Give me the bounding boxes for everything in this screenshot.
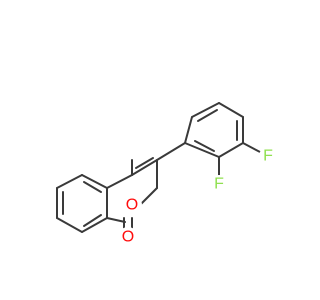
bond [191,102,220,118]
pyranone-ring [106,157,158,223]
carbonyl [123,217,133,229]
bond [131,159,158,176]
benzo-ring [56,174,133,233]
double-bond-inner [135,157,154,169]
bond [81,217,108,233]
molecule-diagram: O O F F [56,102,277,247]
aryl-link-bond [156,142,186,161]
ring-oxygen-label: O [126,197,138,214]
bond [218,142,244,158]
bond [106,174,133,189]
fluorine-ortho-label: F [214,176,224,193]
c-f-bond-meta [242,142,261,153]
bond [56,174,83,189]
atom-fluorine-meta: F [259,147,277,165]
bond [56,217,83,233]
double-bond-inner [83,214,102,227]
bond [106,217,126,223]
bond [184,116,193,144]
atom-fluorine-ortho: F [210,175,228,193]
carbonyl-oxygen-label: O [122,229,134,246]
bond [81,174,108,189]
bond [139,187,158,206]
double-bond-inner [197,109,218,122]
fluorine-meta-label: F [263,148,273,165]
atom-carbonyl-oxygen: O [118,227,138,247]
bond [184,142,220,158]
bond [218,102,244,118]
atom-ring-oxygen: O [122,195,142,215]
double-bond-inner [83,181,102,193]
double-bond-inner [194,140,215,152]
difluorophenyl-ring [184,102,244,158]
structure-canvas: O O F F [56,102,277,247]
